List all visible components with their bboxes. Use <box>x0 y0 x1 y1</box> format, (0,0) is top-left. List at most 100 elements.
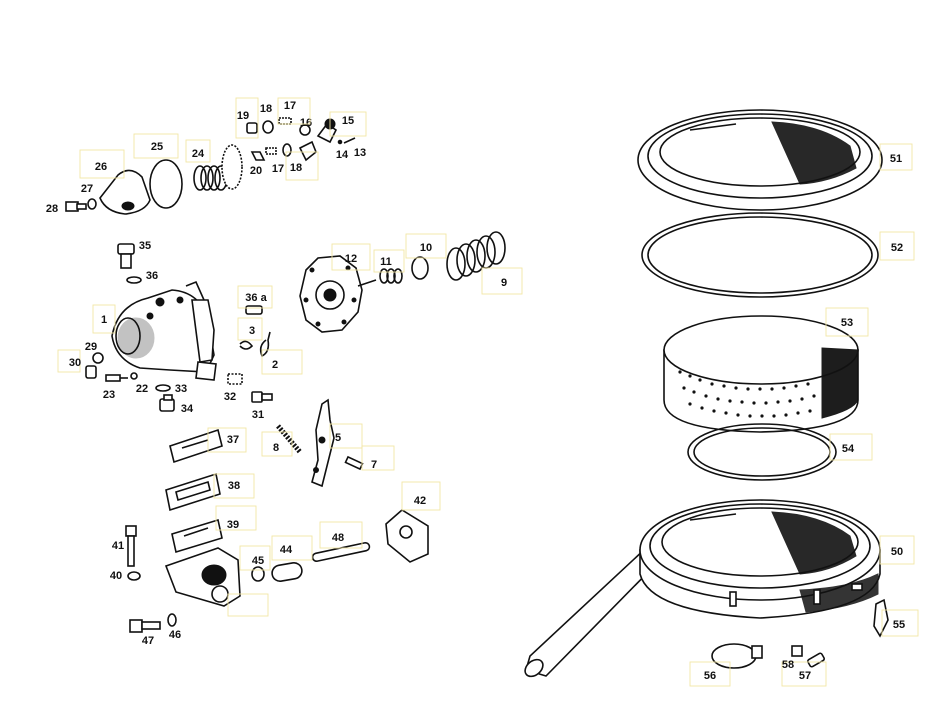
part-22-washer <box>130 372 138 380</box>
callout-55: 55 <box>881 609 919 637</box>
part-37-gasket <box>169 428 223 464</box>
part-14-pin <box>337 139 343 145</box>
callout-text: 13 <box>354 147 366 159</box>
callout-26: 26 <box>79 149 125 179</box>
callout-text: 55 <box>893 619 905 631</box>
callout-text: 31 <box>252 409 264 421</box>
callout-text: 27 <box>81 183 93 195</box>
part-50-filter-housing <box>524 499 881 678</box>
callout-text: 17 <box>272 163 284 175</box>
part-30-nut <box>85 365 97 379</box>
callout-text: 18 <box>290 162 302 174</box>
part-5-rocker-arm <box>311 398 335 488</box>
callout-text: 26 <box>95 161 107 173</box>
callout-44: 44 <box>271 535 313 561</box>
callout-17b: 17 <box>272 163 284 175</box>
callout-text: 40 <box>110 570 122 582</box>
callout-40: 40 <box>110 570 122 582</box>
callout-38: 38 <box>213 473 255 499</box>
callout-11: 11 <box>373 249 405 273</box>
part-17-spring-top <box>278 117 292 125</box>
part-38-spacer <box>165 472 221 512</box>
part-52-gasket-ring <box>641 212 879 298</box>
callout-text: 39 <box>227 519 239 531</box>
callout-text: 42 <box>414 495 426 507</box>
callout-text: 51 <box>890 153 902 165</box>
callout-text: 35 <box>139 240 151 252</box>
callout-50: 50 <box>879 535 915 565</box>
part-56-clamp <box>711 643 763 669</box>
callout-45: 45 <box>239 545 271 571</box>
callout-text: 14 <box>336 149 349 161</box>
callout-text: 8 <box>273 442 279 454</box>
callout-text: 18 <box>260 103 272 115</box>
callout-31: 31 <box>252 409 264 421</box>
callout-12: 12 <box>331 243 371 271</box>
callout-text: 15 <box>342 115 354 127</box>
part-7-pin <box>344 455 364 471</box>
callout-text: 10 <box>420 242 432 254</box>
callout-text: 36 <box>146 270 158 282</box>
callout-text: 3 <box>249 325 255 337</box>
part-58-nut <box>791 645 803 657</box>
callout-text: 2 <box>272 359 278 371</box>
callout-text: 58 <box>782 659 794 671</box>
callout-text: 11 <box>380 256 392 268</box>
part-39-gasket <box>171 518 223 554</box>
part-23-screw <box>105 374 128 382</box>
callout-56: 56 <box>689 661 731 687</box>
callout-7: 7 <box>361 445 395 471</box>
part-45-nut <box>251 566 265 582</box>
callout-42: 42 <box>401 481 441 511</box>
part-16-valve <box>299 124 311 136</box>
callout-text: 32 <box>224 391 236 403</box>
callout-22: 22 <box>136 383 148 395</box>
callout-text: 38 <box>228 480 240 492</box>
callout-text: 44 <box>280 544 293 556</box>
callout-18b: 18 <box>285 151 319 181</box>
callout-18a: 18 <box>260 103 272 115</box>
part-32-spring <box>227 373 243 385</box>
callout-41: 41 <box>112 540 124 552</box>
part-34-nut <box>159 394 175 412</box>
callout-24: 24 <box>185 139 211 163</box>
part-25-gasket <box>149 159 183 209</box>
part-26-cover <box>99 169 151 215</box>
callout-25: 25 <box>133 133 179 159</box>
callout-text: 28 <box>46 203 58 215</box>
callout-17a: 17 <box>277 97 311 125</box>
callout-16: 16 <box>300 117 312 129</box>
callout-36a: 36 a <box>237 285 273 309</box>
part-43-flange <box>164 547 241 607</box>
callout-text: 17 <box>284 100 296 112</box>
callout-29: 29 <box>85 341 97 353</box>
callout-8: 8 <box>261 431 293 457</box>
part-11-spring <box>357 268 403 287</box>
part-57-bolt <box>807 652 825 668</box>
callout-text: 23 <box>103 389 115 401</box>
part-36a-plug <box>245 305 263 315</box>
callout-text: 16 <box>300 117 312 129</box>
part-10-washer <box>411 256 429 280</box>
callout-46: 46 <box>169 629 181 641</box>
callout-text: 48 <box>332 532 344 544</box>
part-55-clip <box>873 598 889 638</box>
part-48-rod <box>311 542 371 562</box>
callout-19: 19 <box>235 97 259 139</box>
part-42-plate <box>385 509 429 563</box>
callout-text: 33 <box>175 383 187 395</box>
part-28-screw <box>65 201 87 212</box>
callout-43 <box>227 593 269 617</box>
part-47-bolt <box>129 619 161 633</box>
callout-text: 1 <box>101 314 107 326</box>
callout-47: 47 <box>142 635 154 647</box>
callout-text: 53 <box>841 317 853 329</box>
part-20-strainer <box>221 144 243 190</box>
part-3-clip <box>239 340 254 350</box>
part-12-diaphragm <box>299 255 363 333</box>
callout-13: 13 <box>354 147 366 159</box>
callout-text: 20 <box>250 165 262 177</box>
callout-2: 2 <box>261 349 303 375</box>
callout-15: 15 <box>329 111 367 137</box>
callout-53: 53 <box>825 307 869 337</box>
